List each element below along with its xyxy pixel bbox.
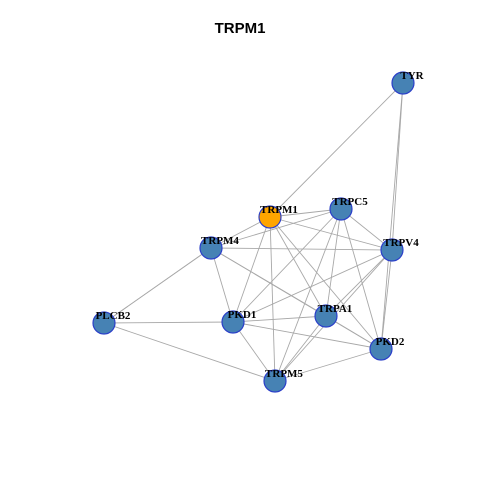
node-label-trpm5: TRPM5 bbox=[265, 368, 303, 380]
edge-trpc5-pkd1 bbox=[232, 208, 342, 323]
node-label-trpc5: TRPC5 bbox=[332, 196, 368, 208]
node-pkd2 bbox=[369, 337, 393, 361]
edge-trpc5-pkd2 bbox=[340, 208, 382, 350]
edge-trpc5-trpm5 bbox=[274, 208, 342, 382]
node-trpv4 bbox=[380, 238, 404, 262]
edge-trpm1-trpa1 bbox=[269, 216, 327, 317]
edge-plcb2-trpm5 bbox=[103, 322, 276, 382]
node-label-trpa1: TRPA1 bbox=[318, 303, 353, 315]
graph-title: TRPM1 bbox=[214, 20, 266, 37]
node-trpc5 bbox=[329, 197, 353, 221]
edge-trpv4-pkd2 bbox=[380, 249, 393, 350]
node-label-trpm1: TRPM1 bbox=[260, 204, 298, 216]
edge-tyr-pkd2 bbox=[380, 82, 404, 350]
node-trpm4 bbox=[199, 236, 223, 260]
node-trpm1 bbox=[258, 205, 282, 229]
edge-trpm4-pkd1 bbox=[210, 247, 234, 323]
edge-trpv4-trpa1 bbox=[325, 249, 393, 317]
edge-pkd1-pkd2 bbox=[232, 321, 382, 350]
edge-trpm1-trpm5 bbox=[269, 216, 276, 382]
node-trpa1 bbox=[314, 304, 338, 328]
node-label-pkd2: PKD2 bbox=[376, 336, 405, 348]
node-tyr bbox=[391, 71, 415, 95]
node-label-pkd1: PKD1 bbox=[228, 309, 257, 321]
edge-trpv4-pkd1 bbox=[232, 249, 393, 323]
node-label-trpv4: TRPV4 bbox=[383, 237, 419, 249]
edge-tyr-trpv4 bbox=[391, 82, 404, 251]
edge-trpm1-trpc5 bbox=[269, 208, 342, 218]
node-label-plcb2: PLCB2 bbox=[96, 310, 131, 322]
edge-plcb2-trpm4 bbox=[103, 247, 212, 324]
node-label-tyr: TYR bbox=[400, 70, 424, 82]
node-trpm5 bbox=[263, 369, 287, 393]
edge-tyr-trpm1 bbox=[269, 82, 404, 218]
edges-layer bbox=[103, 82, 404, 382]
edge-trpa1-trpm5 bbox=[274, 315, 327, 382]
nodes-layer bbox=[92, 71, 415, 393]
node-plcb2 bbox=[92, 311, 116, 335]
edge-trpm1-trpv4 bbox=[269, 216, 393, 251]
edge-pkd1-trpm5 bbox=[232, 321, 276, 382]
edge-trpm4-trpv4 bbox=[210, 247, 393, 251]
edge-pkd2-trpm5 bbox=[274, 348, 382, 382]
edge-trpm1-pkd2 bbox=[269, 216, 382, 350]
edge-pkd1-trpa1 bbox=[232, 315, 327, 323]
edge-trpm1-pkd1 bbox=[232, 216, 271, 323]
node-label-trpm4: TRPM4 bbox=[201, 235, 239, 247]
edge-trpc5-trpm4 bbox=[210, 208, 342, 249]
edge-trpc5-trpa1 bbox=[325, 208, 342, 317]
edge-plcb2-pkd1 bbox=[103, 321, 234, 324]
node-pkd1 bbox=[221, 310, 245, 334]
